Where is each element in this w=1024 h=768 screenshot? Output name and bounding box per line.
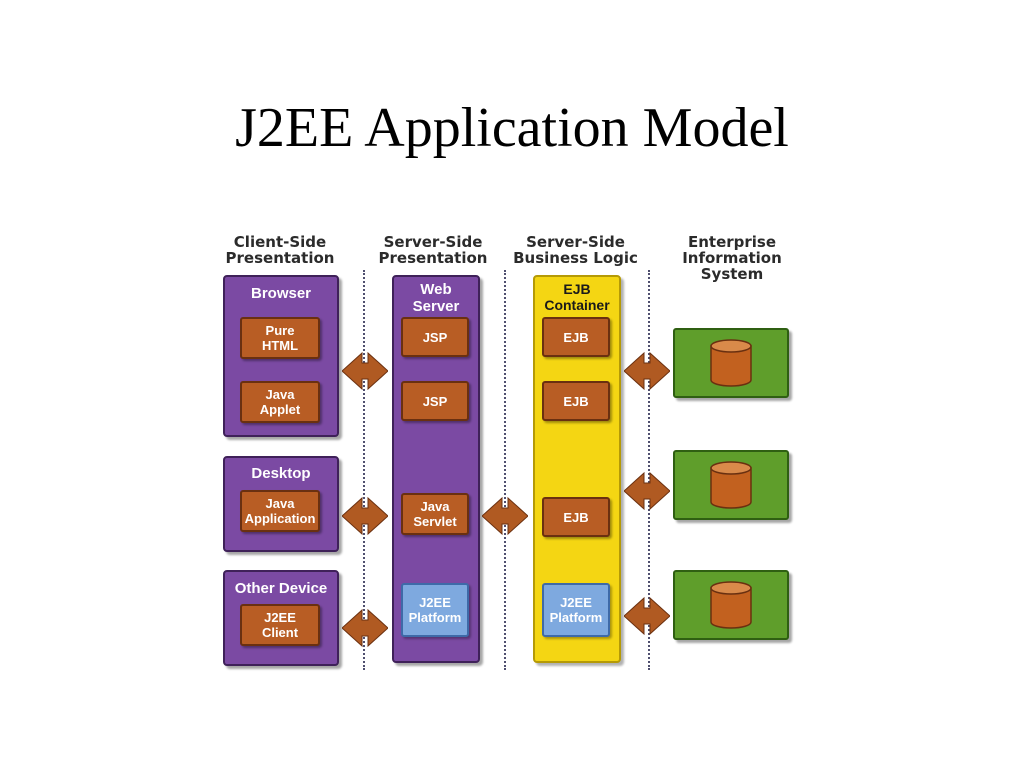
bidirectional-arrow-icon <box>342 608 388 648</box>
tier-separator <box>648 270 650 670</box>
desktop-panel: Desktop Java Application <box>223 456 339 552</box>
other-device-label: Other Device <box>234 580 328 597</box>
web-j2ee-platform: J2EE Platform <box>401 583 469 637</box>
ejb-component: EJB <box>542 497 610 537</box>
web-server-label: Web Server <box>412 281 460 315</box>
pure-html-component: Pure HTML <box>240 317 320 359</box>
browser-label: Browser <box>250 285 312 302</box>
java-applet-component: Java Applet <box>240 381 320 423</box>
ejb-container-panel: EJB Container EJB EJB EJB J2EE Platform <box>533 275 621 663</box>
jsp-component: JSP <box>401 317 469 357</box>
j2ee-client-component: J2EE Client <box>240 604 320 646</box>
column-heading-server-side-presentation: Server-Side Presentation <box>378 233 488 267</box>
java-servlet-component: Java Servlet <box>401 493 469 535</box>
bidirectional-arrow-icon <box>624 471 670 511</box>
bidirectional-arrow-icon <box>624 596 670 636</box>
web-server-panel: Web Server JSP JSP Java Servlet J2EE Pla… <box>392 275 480 663</box>
other-device-panel: Other Device J2EE Client <box>223 570 339 666</box>
browser-panel: Browser Pure HTML Java Applet <box>223 275 339 437</box>
bidirectional-arrow-icon <box>342 351 388 391</box>
ejb-component: EJB <box>542 317 610 357</box>
desktop-label: Desktop <box>251 465 311 482</box>
column-heading-business-logic: Server-Side Business Logic <box>513 233 638 267</box>
java-application-component: Java Application <box>240 490 320 532</box>
database-icon <box>710 461 752 509</box>
ejb-component: EJB <box>542 381 610 421</box>
database-icon <box>710 581 752 629</box>
eis-database-box <box>673 450 789 520</box>
bidirectional-arrow-icon <box>482 496 528 536</box>
jsp-component: JSP <box>401 381 469 421</box>
eis-database-box <box>673 328 789 398</box>
ejb-j2ee-platform: J2EE Platform <box>542 583 610 637</box>
tier-separator <box>363 270 365 670</box>
column-heading-client-side: Client-Side Presentation <box>225 233 335 267</box>
column-heading-eis: Enterprise Information System <box>682 233 782 283</box>
bidirectional-arrow-icon <box>624 351 670 391</box>
tier-separator <box>504 270 506 670</box>
eis-database-box <box>673 570 789 640</box>
ejb-container-label: EJB Container <box>544 281 610 313</box>
bidirectional-arrow-icon <box>342 496 388 536</box>
database-icon <box>710 339 752 387</box>
slide-title: J2EE Application Model <box>235 97 789 159</box>
